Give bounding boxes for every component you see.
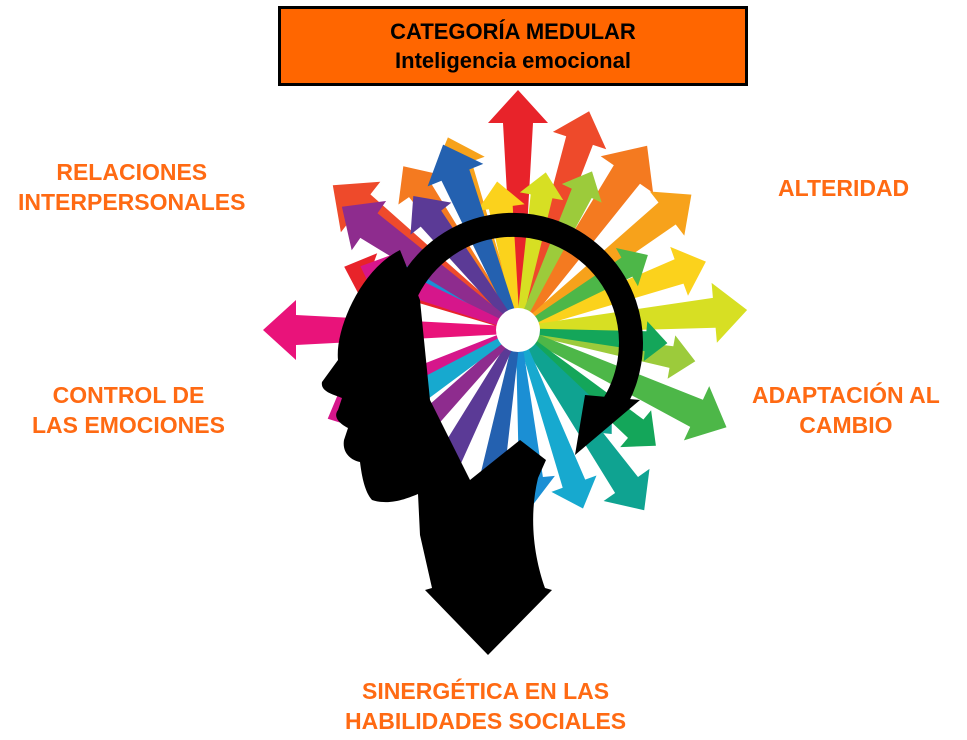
label-line: CAMBIO (799, 412, 893, 438)
label-sinergetica: SINERGÉTICA EN LAS HABILIDADES SOCIALES (345, 676, 626, 736)
label-relaciones-interpersonales: RELACIONES INTERPERSONALES (18, 157, 245, 217)
head-silhouette (321, 250, 552, 655)
label-line: HABILIDADES SOCIALES (345, 708, 627, 734)
title-line1: CATEGORÍA MEDULAR (390, 19, 636, 44)
title-box: CATEGORÍA MEDULAR Inteligencia emocional (278, 6, 748, 86)
label-adaptacion-cambio: ADAPTACIÓN AL CAMBIO (752, 380, 940, 440)
label-control-emociones: CONTROL DE LAS EMOCIONES (32, 380, 225, 440)
ray-arrow (533, 248, 648, 323)
label-line: ALTERIDAD (778, 175, 910, 201)
ray-arrow (525, 145, 654, 317)
ray-arrow (518, 172, 564, 311)
ray-arrow (410, 196, 509, 317)
label-line: INTERPERSONALES (18, 189, 246, 215)
title-line2: Inteligencia emocional (395, 48, 631, 73)
label-line: LAS EMOCIONES (32, 412, 225, 438)
label-line: CONTROL DE (52, 382, 205, 408)
circular-arrow-icon (383, 212, 643, 455)
ray-arrow (531, 340, 656, 448)
ray-arrow (531, 191, 692, 321)
label-line: RELACIONES (56, 159, 208, 185)
label-alteridad: ALTERIDAD (778, 173, 909, 203)
label-line: ADAPTACIÓN AL (752, 382, 940, 408)
center-burst-icon (496, 308, 540, 352)
ray-arrow (521, 347, 597, 509)
ray-arrow (463, 349, 519, 522)
ray-arrow (537, 282, 748, 343)
ray-arrow (537, 330, 696, 379)
label-line: SINERGÉTICA EN LAS (362, 678, 610, 704)
